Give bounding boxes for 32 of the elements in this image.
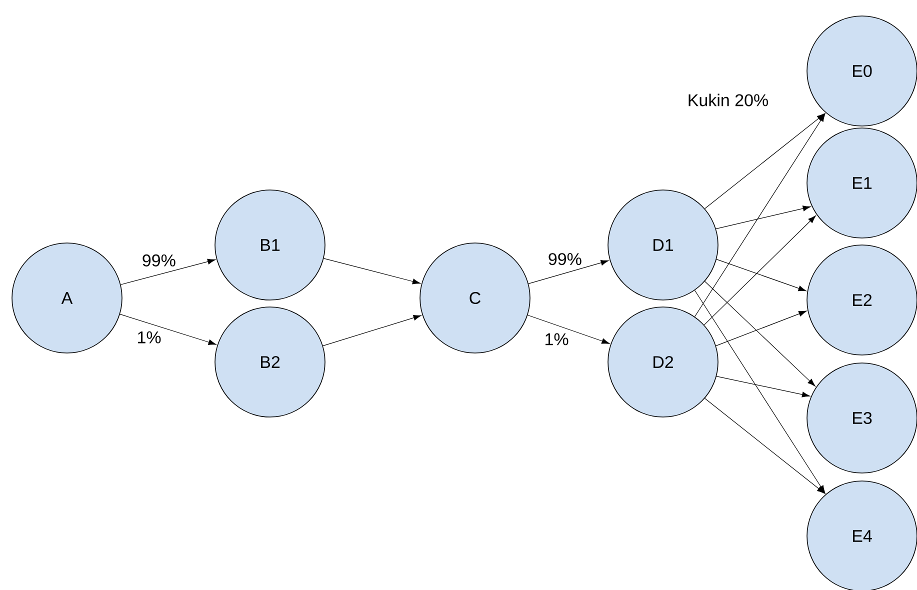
arrow xyxy=(704,113,825,209)
edge-label: 99% xyxy=(142,254,176,266)
circle-node: C xyxy=(420,242,530,354)
circle-node: D2 xyxy=(608,306,718,418)
arrow xyxy=(323,258,420,284)
arrow xyxy=(716,206,811,230)
note-label: Kukin 20% xyxy=(688,94,768,106)
arrow xyxy=(694,114,826,317)
edge-label: 99% xyxy=(548,253,582,266)
edge-label: 1% xyxy=(138,331,161,344)
circle-node: E0 xyxy=(806,16,917,126)
circle-node: E1 xyxy=(806,128,917,238)
circle-node: B2 xyxy=(214,306,326,418)
arrow xyxy=(527,314,610,344)
arrow xyxy=(322,315,422,346)
arrow xyxy=(120,258,216,285)
arrow xyxy=(716,376,810,398)
arrow xyxy=(716,310,807,346)
circle-node: A xyxy=(12,242,122,354)
arrow xyxy=(528,260,609,284)
arrow xyxy=(694,290,826,494)
arrow xyxy=(716,259,806,292)
circle-node: E4 xyxy=(806,480,917,590)
circle-node: B1 xyxy=(214,190,326,300)
circle-node: E2 xyxy=(806,244,917,356)
arrow xyxy=(120,314,216,345)
arrow xyxy=(704,398,825,494)
arrow xyxy=(704,215,816,326)
circle-node: E3 xyxy=(806,362,917,474)
edge-label: 1% xyxy=(546,333,568,346)
arrow xyxy=(704,281,816,386)
circle-node: D1 xyxy=(608,190,718,300)
